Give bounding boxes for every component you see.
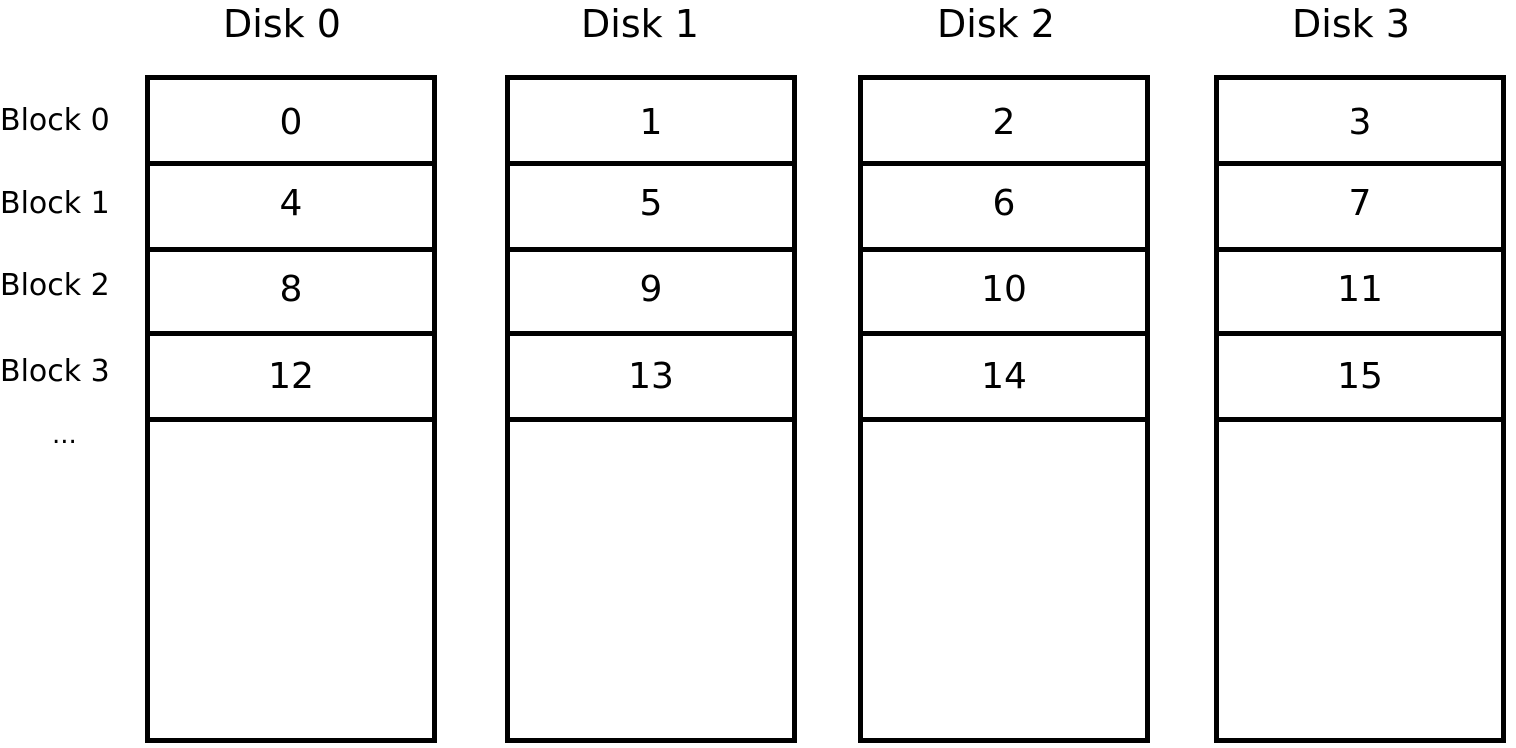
disk-2-column: 2 6 10 14 — [858, 75, 1150, 743]
row-label-block-3: Block 3 — [0, 354, 110, 389]
disk-1-block-1: 5 — [510, 166, 792, 252]
disk-0-column: 0 4 8 12 — [145, 75, 437, 743]
disk-0-block-0: 0 — [150, 80, 432, 166]
row-label-block-0: Block 0 — [0, 103, 110, 138]
disk-1-title: Disk 1 — [581, 2, 699, 46]
disk-3-block-3: 15 — [1219, 336, 1501, 422]
disk-2-block-1: 6 — [863, 166, 1145, 252]
disk-2-title: Disk 2 — [937, 2, 1055, 46]
row-continuation: ... — [52, 420, 77, 450]
disk-1-block-2: 9 — [510, 252, 792, 336]
disk-1-block-3: 13 — [510, 336, 792, 422]
disk-2-block-2: 10 — [863, 252, 1145, 336]
disk-3-block-0: 3 — [1219, 80, 1501, 166]
row-label-block-1: Block 1 — [0, 186, 110, 221]
disk-3-block-1: 7 — [1219, 166, 1501, 252]
disk-0-block-1: 4 — [150, 166, 432, 252]
disk-3-title: Disk 3 — [1292, 2, 1410, 46]
disk-0-block-3: 12 — [150, 336, 432, 422]
disk-2-block-3: 14 — [863, 336, 1145, 422]
disk-0-title: Disk 0 — [223, 2, 341, 46]
disk-3-column: 3 7 11 15 — [1214, 75, 1506, 743]
disk-0-block-2: 8 — [150, 252, 432, 336]
disk-1-column: 1 5 9 13 — [505, 75, 797, 743]
disk-3-block-2: 11 — [1219, 252, 1501, 336]
disk-1-block-0: 1 — [510, 80, 792, 166]
disk-2-block-0: 2 — [863, 80, 1145, 166]
row-label-block-2: Block 2 — [0, 268, 110, 303]
